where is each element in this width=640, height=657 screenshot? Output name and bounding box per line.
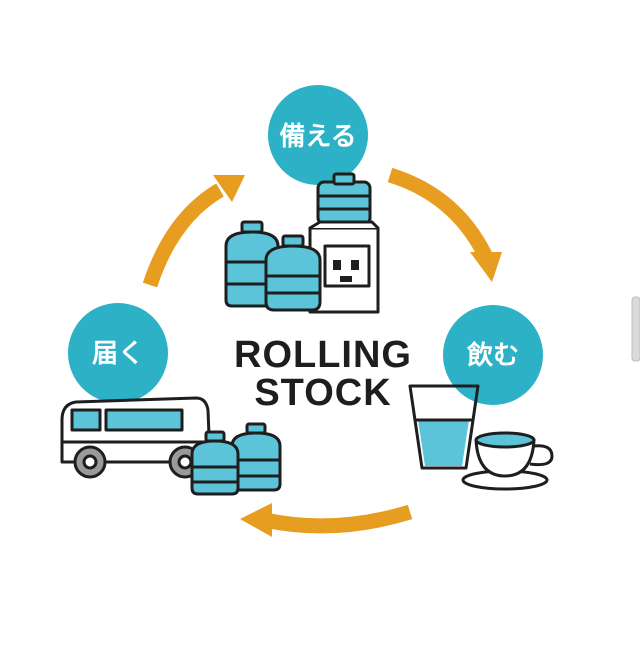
step-badge-drink: 飲む — [443, 305, 543, 405]
cycle-arrows — [142, 167, 492, 534]
delivery-van-icon — [60, 396, 212, 479]
water-bottle-icon — [190, 430, 240, 496]
water-bottle-icon — [264, 234, 322, 312]
step-badge-prepare: 備える — [268, 85, 368, 185]
scrollbar-thumb[interactable] — [631, 296, 640, 362]
coffee-cup-icon — [461, 431, 554, 491]
glass-icon — [408, 384, 480, 470]
step-badge-deliver: 届く — [68, 303, 168, 403]
arrow-heads — [213, 175, 502, 537]
arrow-bottom — [263, 504, 413, 534]
arrow-head-top-right — [470, 252, 502, 282]
arrow-left — [142, 183, 224, 288]
step-label-prepare: 備える — [279, 121, 356, 152]
center-title-line1: ROLLING — [234, 334, 412, 376]
step-label-drink: 飲む — [466, 340, 519, 371]
step-label-deliver: 届く — [92, 339, 144, 369]
arrow-top-right — [387, 167, 492, 259]
arrow-head-bottom — [240, 503, 272, 537]
center-title-line2: STOCK — [254, 372, 391, 414]
arrow-head-left — [213, 175, 245, 202]
